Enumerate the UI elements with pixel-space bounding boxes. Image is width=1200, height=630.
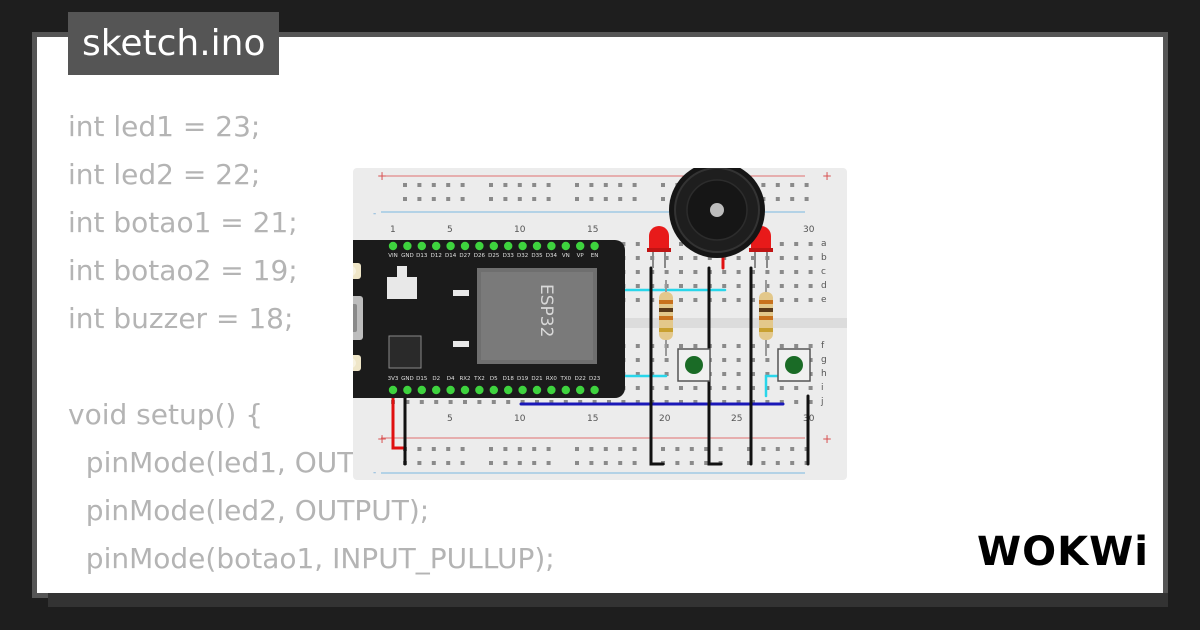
pin-label: TX0 [559,376,571,382]
buzzer [669,168,765,258]
pin-label: D14 [445,253,457,259]
rail-plus-label: + [822,432,832,446]
pin-label: D35 [531,253,543,259]
pin-label: VIN [388,253,398,259]
row-letter: g [821,355,827,365]
pin-label: D19 [517,376,529,382]
pin-label: D34 [546,253,558,259]
column-number: 15 [587,225,598,235]
pin-label: D33 [503,253,515,259]
pin-label: D27 [459,253,471,259]
column-number: 10 [514,225,526,235]
pin-label: 3V3 [388,376,399,382]
pushbutton-left [677,348,711,382]
pin-label: D12 [431,253,442,259]
pin-label: D21 [531,376,542,382]
rail-plus-label: + [822,169,832,183]
wokwi-logo-text: WOKWi [977,529,1149,573]
column-number: 15 [587,414,598,424]
pin-label: D4 [447,376,455,382]
code-snippet: int led1 = 23; int led2 = 22; int botao1 =… [68,103,555,593]
code-line: pinMode(botao2, INPUT_PULLUP); [68,583,555,593]
pin-label: D5 [490,376,498,382]
column-number: 10 [514,414,526,424]
code-line: int botao1 = 21; [68,206,298,239]
row-letter: a [821,239,827,249]
wokwi-logo: WOKWi [977,529,1149,573]
row-letter: i [821,383,824,393]
code-line: int buzzer = 18; [68,302,294,335]
column-number: 1 [390,225,396,235]
chip-label: ESP32 [536,284,556,337]
row-letter: c [821,267,826,277]
card-shadow [48,593,1168,607]
column-number: 25 [731,414,742,424]
pin-label: D22 [575,376,586,382]
row-letter: f [821,341,825,351]
pushbutton-right [777,348,811,382]
pin-label: D25 [488,253,500,259]
column-number: 5 [447,225,453,235]
pin-label: GND [401,253,414,259]
pin-label: D2 [432,376,440,382]
rail-minus-label: - [373,209,376,219]
column-number: 20 [659,414,671,424]
code-line: int botao2 = 19; [68,254,298,287]
rail-plus-label: + [377,432,387,446]
pin-label: D13 [416,253,428,259]
pin-label: D23 [589,376,601,382]
pin-label: VN [562,253,570,259]
code-line: pinMode(led2, OUTPUT); [68,494,430,527]
circuit-diagram: + + + + - - 1 5 10 15 30 5 10 15 20 25 3… [353,168,847,480]
code-line: int led2 = 22; [68,158,261,191]
resistor-right [759,280,773,356]
pin-label: RX2 [459,376,470,382]
row-letter: j [820,397,824,407]
pin-label: D18 [503,376,515,382]
pin-label: EN [591,253,599,259]
row-letter: b [821,253,827,263]
code-line: pinMode(botao1, INPUT_PULLUP); [68,542,555,575]
led-left [647,226,671,268]
rail-plus-label: + [377,169,387,183]
code-line: int led1 = 23; [68,110,261,143]
column-number: 30 [803,225,815,235]
rail-minus-label: - [373,468,376,478]
column-number: 5 [447,414,453,424]
file-name-tag: sketch.ino [68,12,280,75]
pin-label: GND [401,376,414,382]
pin-label: D32 [517,253,528,259]
row-letter: d [821,281,827,291]
resistor-left [659,280,673,356]
pin-label: D15 [416,376,428,382]
pin-label: D26 [474,253,486,259]
code-line: void setup() { [68,398,264,431]
pin-label: VP [577,253,585,259]
row-letter: h [821,369,827,379]
pin-label: TX2 [473,376,485,382]
row-letter: e [821,295,827,305]
pin-label: RX0 [546,376,558,382]
